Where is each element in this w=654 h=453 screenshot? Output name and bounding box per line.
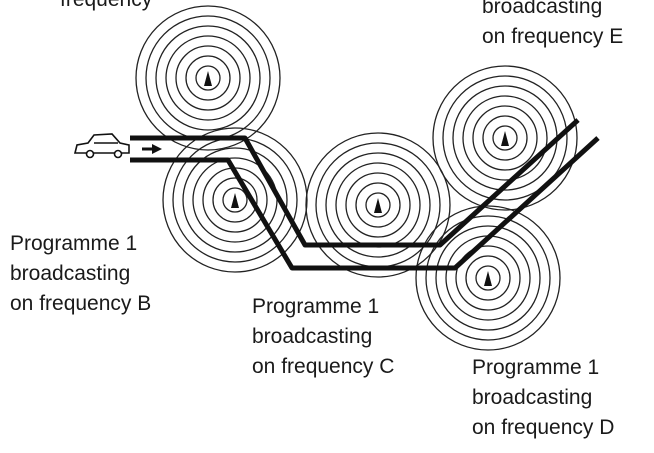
coverage-ring <box>355 182 401 228</box>
route-line-upper <box>130 118 580 248</box>
coverage-ring <box>432 65 578 211</box>
coverage-ring <box>442 75 568 201</box>
label-line: broadcasting <box>252 325 373 348</box>
coverage-ring <box>325 152 431 258</box>
coverage-ring <box>492 125 518 151</box>
coverage-ring <box>165 35 251 121</box>
label-line: on frequency C <box>252 355 395 378</box>
transmitter-e <box>432 65 578 211</box>
label-line: on frequency B <box>10 292 152 315</box>
coverage-ring <box>415 205 561 351</box>
antenna-icon <box>374 198 382 213</box>
coverage-ring <box>212 177 258 223</box>
coverage-ring <box>162 127 308 273</box>
coverage-ring <box>182 147 288 253</box>
coverage-ring <box>462 95 548 181</box>
label-line: on frequency E <box>482 25 624 48</box>
transmitter-d <box>415 205 561 351</box>
coverage-ring <box>135 5 281 151</box>
label-line: on frequency D <box>472 416 615 439</box>
label-frequency-fragment: frequency <box>60 0 152 15</box>
coverage-ring <box>475 265 501 291</box>
label-line: Programme 1 <box>10 232 138 255</box>
coverage-ring <box>175 45 241 111</box>
label-frequency-e: broadcasting on frequency E <box>482 0 623 52</box>
coverage-ring <box>425 215 551 341</box>
label-line: broadcasting <box>482 0 603 18</box>
route-line-lower <box>130 136 600 271</box>
transmitter-c <box>305 132 451 278</box>
coverage-ring <box>465 255 511 301</box>
label-frequency-b: Programme 1 broadcasting on frequency B <box>10 229 151 319</box>
coverage-ring <box>435 225 541 331</box>
label-text: frequency <box>60 0 152 15</box>
coverage-ring <box>305 132 451 278</box>
coverage-ring <box>365 192 391 218</box>
coverage-ring <box>222 187 248 213</box>
coverage-ring <box>195 65 221 91</box>
coverage-ring <box>472 105 538 171</box>
car-icon <box>73 133 130 159</box>
antenna-icon <box>484 271 492 286</box>
label-frequency-d: Programme 1 broadcasting on frequency D <box>472 353 614 443</box>
label-frequency-c: Programme 1 broadcasting on frequency C <box>252 292 394 382</box>
transmitter-top <box>135 5 281 151</box>
arrow-icon <box>142 144 162 154</box>
label-line: broadcasting <box>10 262 131 285</box>
antenna-icon <box>501 131 509 146</box>
label-line: Programme 1 <box>252 295 380 318</box>
transmitter-b <box>162 127 308 273</box>
coverage-ring <box>455 245 521 311</box>
coverage-ring <box>155 25 261 131</box>
coverage-ring <box>185 55 231 101</box>
antenna-icon <box>204 71 212 86</box>
coverage-ring <box>482 115 528 161</box>
label-line: Programme 1 <box>472 356 600 379</box>
label-line: broadcasting <box>472 386 593 409</box>
antenna-icon <box>231 193 239 208</box>
coverage-ring <box>345 172 411 238</box>
